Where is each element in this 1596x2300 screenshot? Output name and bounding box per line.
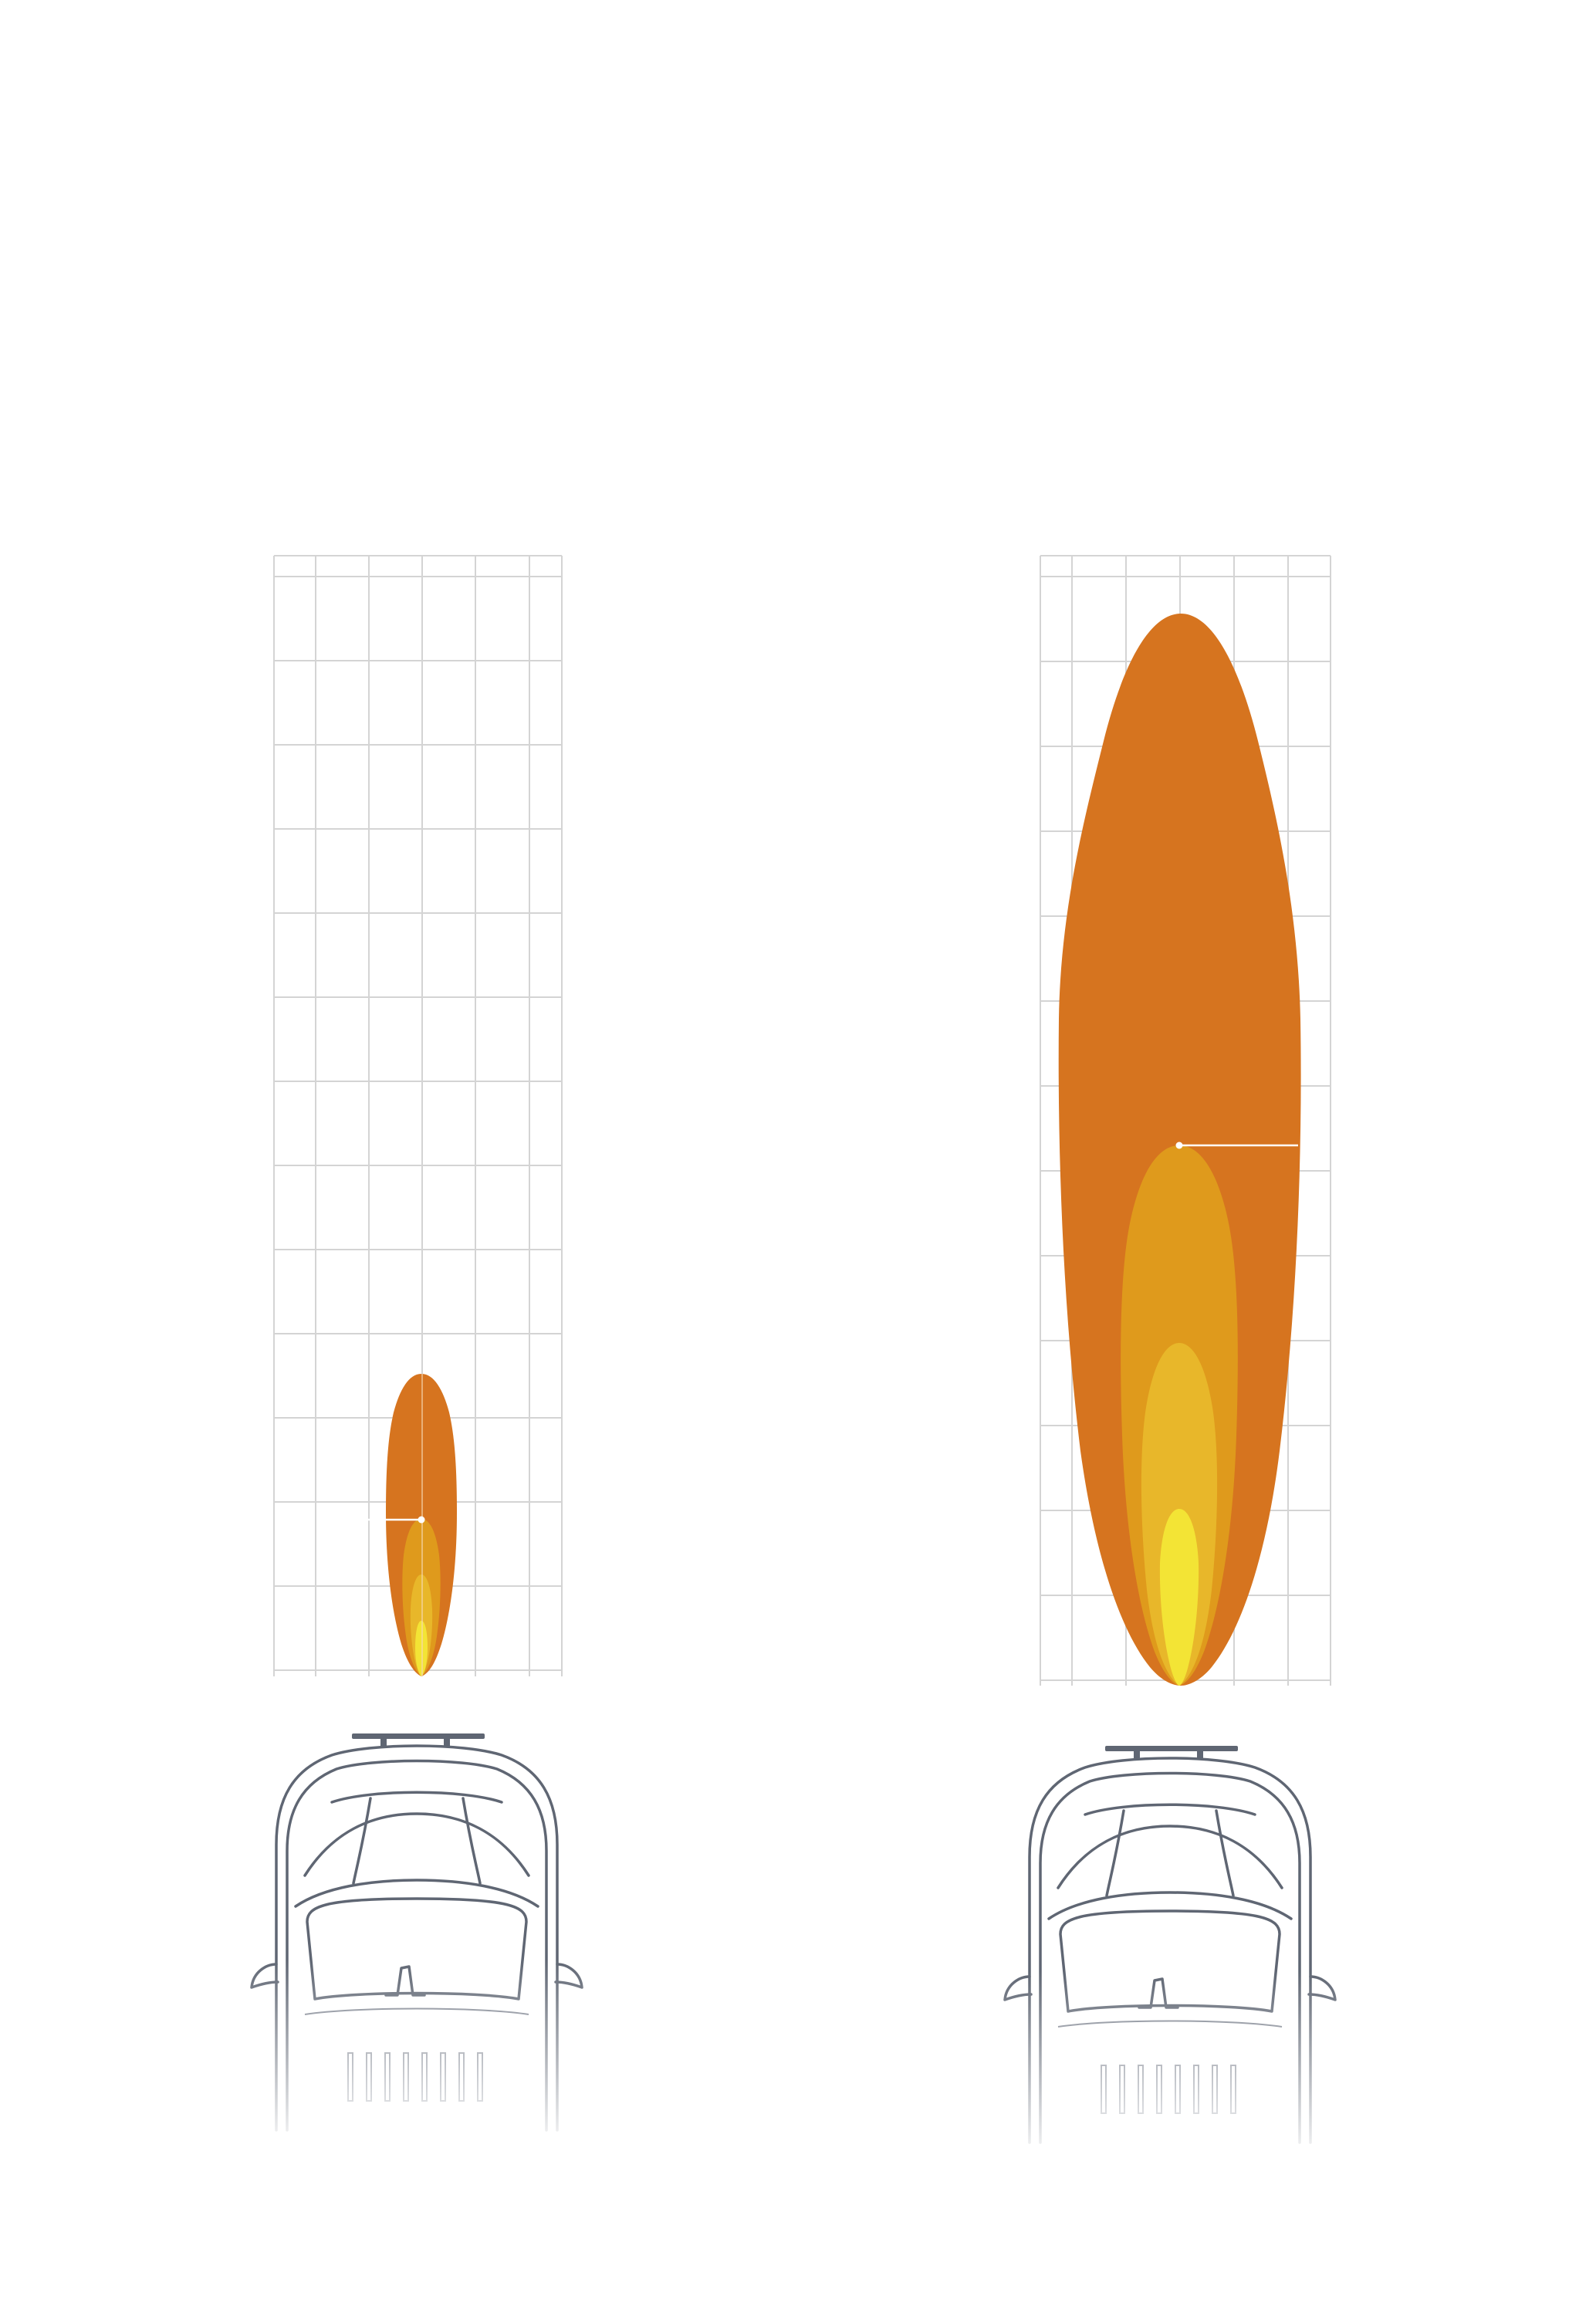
right-car-top-view-icon <box>992 1733 1347 2166</box>
left-beam-panel <box>273 555 563 1676</box>
left-grid <box>273 555 563 1676</box>
right-measure-marker <box>1175 1142 1298 1149</box>
right-beam-zone-4 <box>1159 1509 1199 1686</box>
left-measure-marker <box>323 1516 425 1524</box>
left-car-top-view-icon <box>239 1721 594 2153</box>
right-beam-panel <box>1040 555 1331 1686</box>
